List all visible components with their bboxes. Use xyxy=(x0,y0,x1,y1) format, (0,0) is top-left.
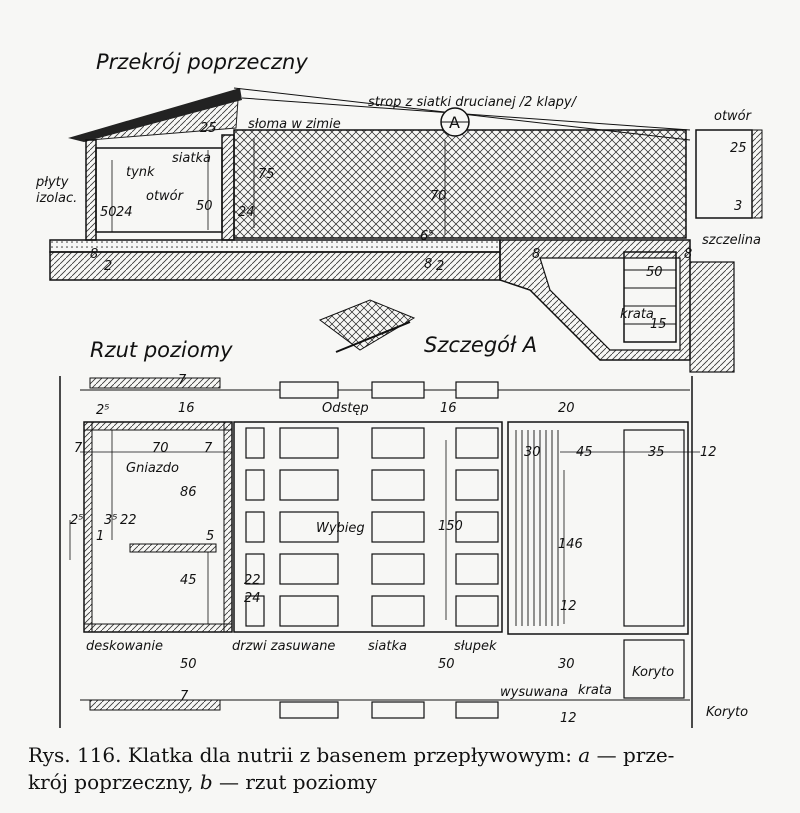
dim-15: 15 xyxy=(650,317,667,332)
dim-2-5b: 2⁵ xyxy=(70,513,83,528)
dim-25b: 25 xyxy=(730,141,747,156)
nest-inner xyxy=(95,147,223,233)
label-szczelina: szczelina xyxy=(702,233,761,248)
dim-146: 146 xyxy=(558,537,583,552)
label-plyty: płyty xyxy=(35,175,69,190)
dim-12a: 12 xyxy=(700,445,717,460)
label-koryto-a: Koryto xyxy=(632,665,674,680)
dim-2a: 2 xyxy=(104,259,112,274)
caption-a: a xyxy=(578,743,591,767)
label-siatka: siatka xyxy=(368,639,407,654)
label-tynk: tynk xyxy=(126,165,155,180)
dim-2b: 2 xyxy=(436,259,444,274)
dim-50a: 50 xyxy=(100,205,117,220)
label-otwor-right: otwór xyxy=(714,109,753,124)
dim-45a: 45 xyxy=(180,573,197,588)
section-title: Przekrój poprzeczny xyxy=(96,50,308,74)
plan-view xyxy=(59,376,700,728)
label-krata: krata xyxy=(620,307,654,322)
label-wybieg: Wybieg xyxy=(316,521,365,536)
basin-grate xyxy=(623,251,677,343)
dim-24: 24 xyxy=(244,591,261,606)
label-odstep: Odstęp xyxy=(322,401,369,416)
ground xyxy=(49,251,501,281)
label-krata: krata xyxy=(578,683,612,698)
label-deskowanie: deskowanie xyxy=(86,639,163,654)
dim-22b: 22 xyxy=(244,573,261,588)
dim-86: 86 xyxy=(180,485,197,500)
dim-70: 70 xyxy=(430,189,447,204)
dim-35: 35 xyxy=(648,445,665,460)
dim-50b: 50 xyxy=(196,199,213,214)
dim-25a: 25 xyxy=(200,121,217,136)
label-drzwi: drzwi zasuwane xyxy=(232,639,335,654)
dim-2-5a: 2⁵ xyxy=(96,403,109,418)
dim-16b: 16 xyxy=(440,401,457,416)
plan-title: Rzut poziomy xyxy=(90,338,233,362)
dim-16a: 16 xyxy=(178,401,195,416)
dim-7a: 7 xyxy=(178,373,187,388)
detail-a-sketch xyxy=(318,299,416,353)
dim-24b: 24 xyxy=(116,205,133,220)
label-koryto-b: Koryto xyxy=(706,705,748,720)
caption-part2: — prze- xyxy=(590,743,675,767)
caption-part1: Rys. 116. Klatka dla nutrii z basenem pr… xyxy=(28,743,579,767)
caption-b: b xyxy=(199,770,213,794)
dim-24a: 24 xyxy=(238,205,255,220)
cross-section xyxy=(49,87,763,373)
dim-7d: 7 xyxy=(180,689,189,704)
dim-7c: 7 xyxy=(204,441,213,456)
dim-22a: 22 xyxy=(120,513,137,528)
caption-part4: — rzut poziomy xyxy=(212,770,377,794)
dim-1: 1 xyxy=(96,529,104,544)
dim-3: 3 xyxy=(734,199,742,214)
label-sloma: słoma w zimie xyxy=(248,117,341,132)
label-izolac: izolac. xyxy=(36,191,77,206)
plan-run xyxy=(233,421,503,633)
plan-basin xyxy=(507,421,689,635)
dim-8a: 8 xyxy=(90,247,98,262)
dim-30b: 30 xyxy=(558,657,575,672)
dim-8c: 8 xyxy=(532,247,540,262)
label-gniazdo: Gniazdo xyxy=(126,461,179,476)
basin-water xyxy=(539,257,681,351)
label-siatka: siatka xyxy=(172,151,211,166)
ground-right xyxy=(689,261,735,373)
dim-45b: 45 xyxy=(576,445,593,460)
dim-3-5: 3⁵ xyxy=(104,513,117,528)
dim-5: 5 xyxy=(206,529,214,544)
nest-wall-right xyxy=(221,134,235,241)
figure-caption: Rys. 116. Klatka dla nutrii z basenem pr… xyxy=(28,742,788,796)
dim-8d: 8 xyxy=(684,247,692,262)
dim-150: 150 xyxy=(438,519,463,534)
dim-75: 75 xyxy=(258,167,275,182)
dim-7b: 7 xyxy=(74,441,83,456)
nest-roof xyxy=(68,88,242,142)
dim-8b: 8 xyxy=(424,257,432,272)
nest-wall-left xyxy=(85,139,97,241)
detail-a-letter: A xyxy=(449,113,460,132)
dim-70: 70 xyxy=(152,441,169,456)
technical-drawing: strop z siatki drucianej /2 klapy/ słoma… xyxy=(35,87,763,728)
detail-title: Szczegół A xyxy=(424,333,538,357)
label-otwor-left: otwór xyxy=(146,189,185,204)
dim-20: 20 xyxy=(558,401,575,416)
dim-50b: 50 xyxy=(438,657,455,672)
dim-30a: 30 xyxy=(524,445,541,460)
dim-6-5: 6⁵ xyxy=(420,229,433,244)
label-slupek: słupek xyxy=(454,639,497,654)
run-mesh xyxy=(233,129,687,239)
dim-50c: 50 xyxy=(646,265,663,280)
caption-part3: krój poprzeczny, xyxy=(28,770,200,794)
plan-trough xyxy=(623,639,685,699)
dim-12c: 12 xyxy=(560,711,577,726)
label-strop: strop z siatki drucianej /2 klapy/ xyxy=(368,95,578,110)
dim-12b: 12 xyxy=(560,599,577,614)
label-wysuwana: wysuwana xyxy=(500,685,568,700)
dim-50a: 50 xyxy=(180,657,197,672)
